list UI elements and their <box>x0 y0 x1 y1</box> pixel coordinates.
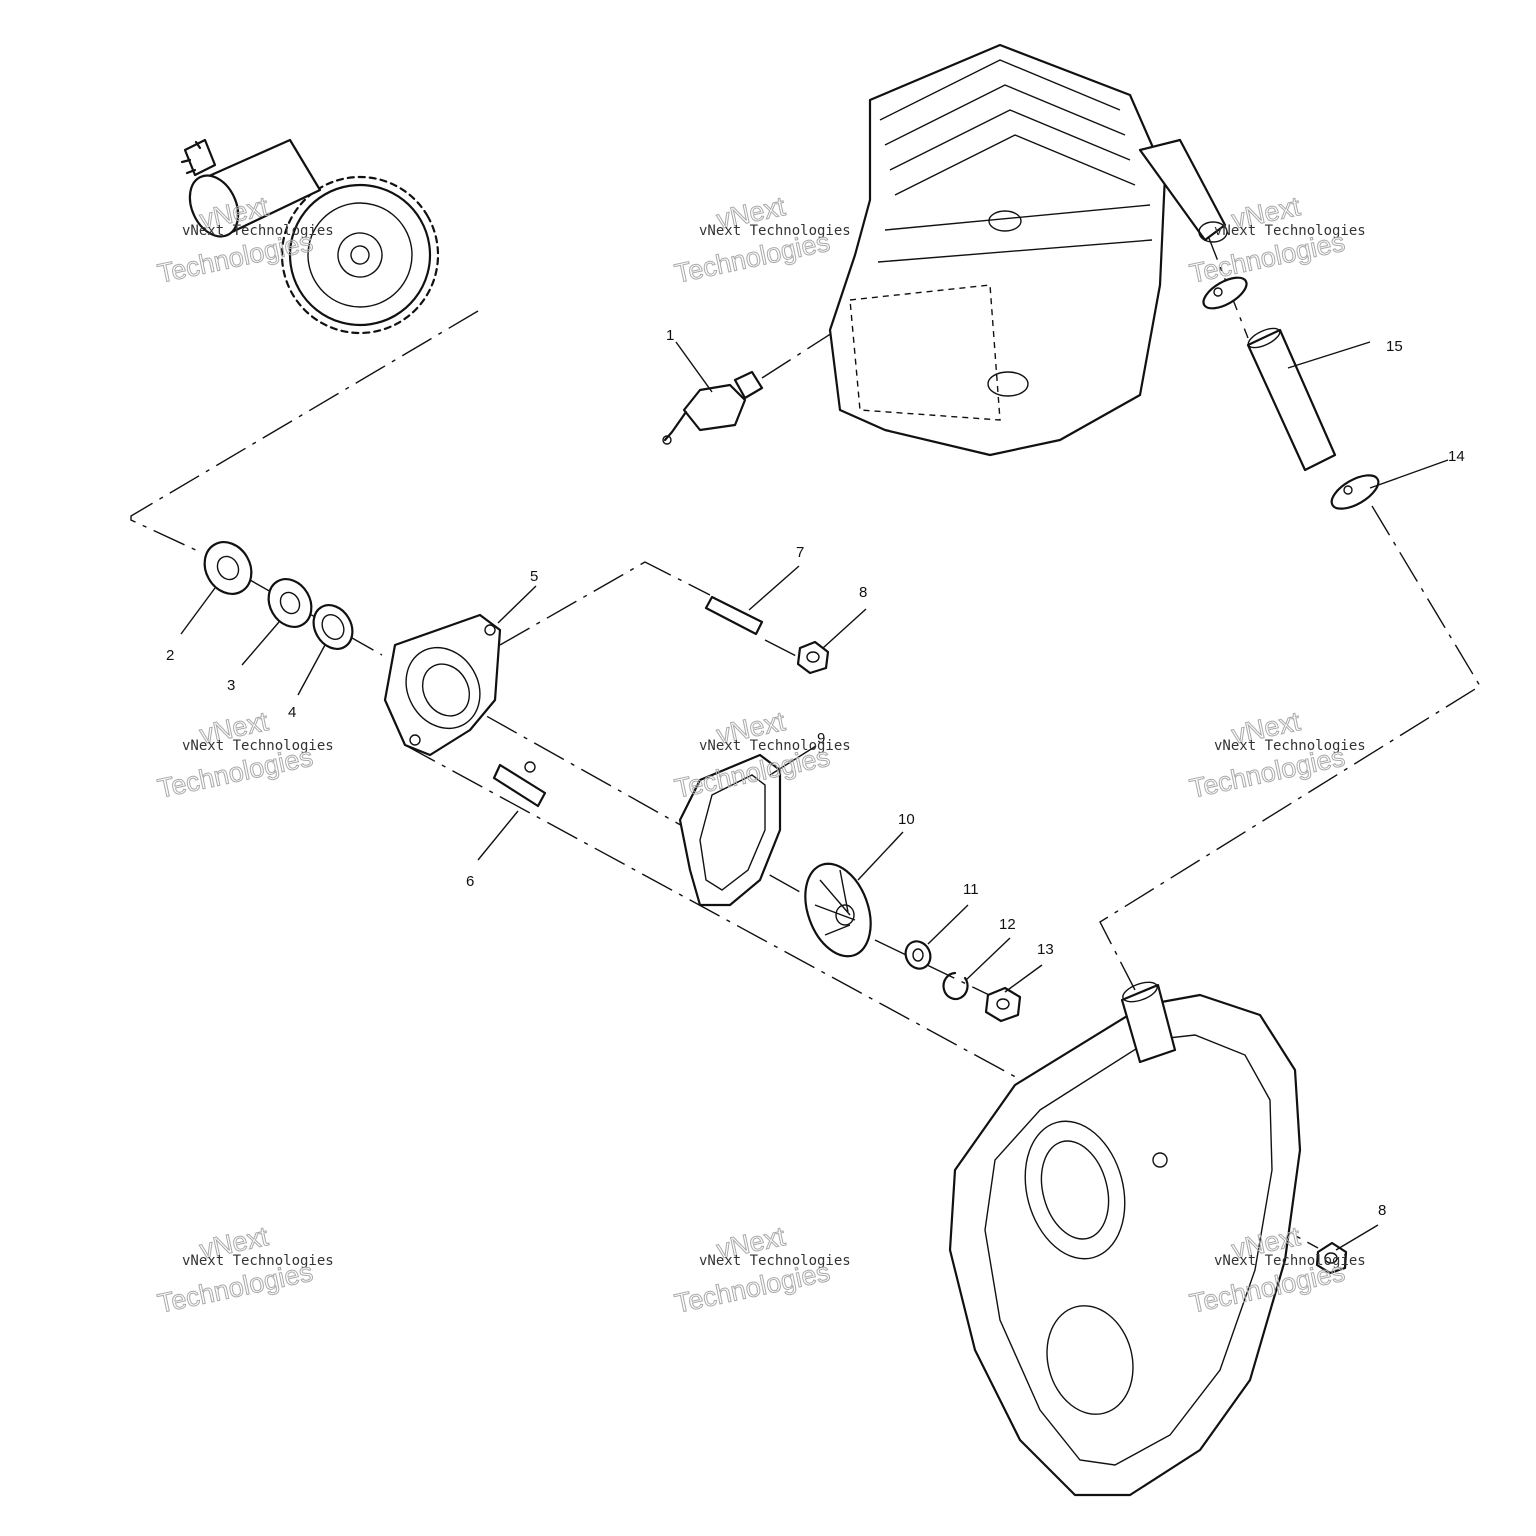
part-9-gasket <box>678 753 782 907</box>
callout-8: 8 <box>859 584 867 601</box>
watermark-mid-right: vNext vNext Technologies Technologies <box>1187 706 1366 805</box>
callout-11: 11 <box>963 881 979 898</box>
watermark-bottom-centre: vNext vNext Technologies Technologies <box>672 1221 851 1320</box>
svg-text:vNext Technologies: vNext Technologies <box>699 738 851 754</box>
callout-1: 1 <box>666 327 674 344</box>
cylinder-head-assembly <box>828 43 1228 457</box>
svg-text:vNext Technologies: vNext Technologies <box>182 738 334 754</box>
part-15-hose <box>1246 327 1337 472</box>
svg-text:vNext Technologies: vNext Technologies <box>699 223 851 239</box>
callout-8-lower: 8 <box>1378 1202 1386 1219</box>
part-10-impeller <box>804 862 872 958</box>
callout-14: 14 <box>1448 448 1465 465</box>
svg-text:vNext Technologies: vNext Technologies <box>182 1253 334 1269</box>
part-14-hose-clamps <box>1202 276 1380 510</box>
svg-text:vNext Technologies: vNext Technologies <box>1214 1253 1366 1269</box>
callout-2: 2 <box>166 647 174 664</box>
svg-text:vNext Technologies: vNext Technologies <box>182 223 334 239</box>
callout-12: 12 <box>999 916 1016 933</box>
callout-9: 9 <box>817 730 825 747</box>
callout-15: 15 <box>1386 338 1403 355</box>
callout-3: 3 <box>227 677 235 694</box>
parts-2-4-bearings <box>203 541 354 650</box>
drive-gear-assembly <box>180 138 440 335</box>
callout-4: 4 <box>288 704 296 721</box>
part-11-washer <box>904 940 932 970</box>
part-13-nut <box>984 986 1022 1023</box>
part-8-nut <box>796 640 830 675</box>
part-1-temp-sensor <box>662 370 764 445</box>
callout-10: 10 <box>898 811 915 828</box>
part-12-circlip <box>942 971 969 1001</box>
part-6-stud <box>492 761 547 808</box>
callout-5: 5 <box>530 568 538 585</box>
watermark-bottom-left: vNext vNext Technologies Technologies <box>155 1221 334 1320</box>
svg-text:vNext Technologies: vNext Technologies <box>1214 223 1366 239</box>
part-8-nut-lower <box>1315 1241 1348 1275</box>
svg-text:vNext Technologies: vNext Technologies <box>1214 738 1366 754</box>
part-5-pump-housing <box>383 613 502 757</box>
callout-13: 13 <box>1037 941 1054 958</box>
callout-7: 7 <box>796 544 804 561</box>
callout-6: 6 <box>466 873 474 890</box>
watermark-mid-left: vNext vNext Technologies Technologies <box>155 706 334 805</box>
crankcase-cover <box>948 981 1302 1497</box>
watermark-top-centre: vNext vNext Technologies Technologies <box>672 191 851 290</box>
leader-lines <box>180 341 1449 1251</box>
svg-text:vNext Technologies: vNext Technologies <box>699 1253 851 1269</box>
callout-labels: 1 2 3 4 5 6 7 8 9 10 11 12 13 14 15 8 <box>166 327 1465 1219</box>
part-7-stud <box>704 595 764 636</box>
